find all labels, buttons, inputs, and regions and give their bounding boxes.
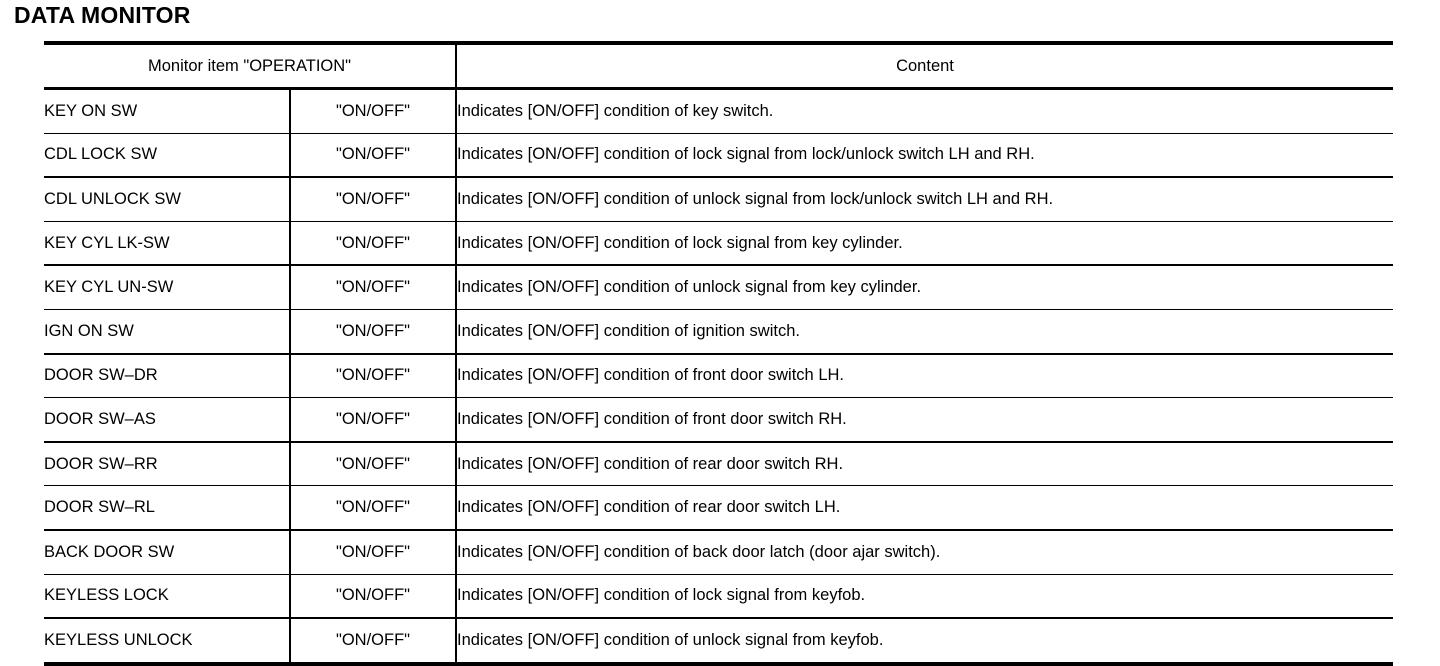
- column-header-monitor-item: Monitor item "OPERATION": [44, 41, 456, 90]
- cell-monitor-value: "ON/OFF": [289, 221, 456, 267]
- data-monitor-table-wrapper: Monitor item "OPERATION" Content KEY ON …: [44, 41, 1393, 666]
- cell-monitor-item: DOOR SW–AS: [44, 397, 290, 443]
- cell-monitor-item: KEY CYL LK-SW: [44, 221, 290, 267]
- cell-monitor-item: KEYLESS LOCK: [44, 574, 290, 620]
- table-row: CDL LOCK SW"ON/OFF"Indicates [ON/OFF] co…: [44, 133, 1393, 179]
- cell-monitor-value: "ON/OFF": [289, 485, 456, 531]
- cell-monitor-item: KEYLESS UNLOCK: [44, 618, 290, 666]
- table-row: KEY ON SW"ON/OFF"Indicates [ON/OFF] cond…: [44, 88, 1393, 134]
- cell-monitor-value: "ON/OFF": [289, 133, 456, 179]
- cell-monitor-content: Indicates [ON/OFF] condition of lock sig…: [455, 221, 1393, 267]
- cell-monitor-content: Indicates [ON/OFF] condition of key swit…: [455, 88, 1393, 134]
- cell-monitor-item: DOOR SW–DR: [44, 353, 290, 399]
- table-row: DOOR SW–DR"ON/OFF"Indicates [ON/OFF] con…: [44, 353, 1393, 399]
- table-row: IGN ON SW"ON/OFF"Indicates [ON/OFF] cond…: [44, 309, 1393, 355]
- cell-monitor-item: CDL UNLOCK SW: [44, 177, 290, 222]
- cell-monitor-content: Indicates [ON/OFF] condition of back doo…: [455, 529, 1393, 575]
- cell-monitor-item: KEY CYL UN-SW: [44, 265, 290, 310]
- cell-monitor-value: "ON/OFF": [289, 177, 456, 222]
- cell-monitor-content: Indicates [ON/OFF] condition of lock sig…: [455, 133, 1393, 179]
- cell-monitor-item: BACK DOOR SW: [44, 529, 290, 575]
- cell-monitor-value: "ON/OFF": [289, 397, 456, 443]
- page-title: DATA MONITOR: [14, 2, 191, 28]
- table-body: KEY ON SW"ON/OFF"Indicates [ON/OFF] cond…: [44, 88, 1393, 666]
- table-row: DOOR SW–AS"ON/OFF"Indicates [ON/OFF] con…: [44, 397, 1393, 443]
- cell-monitor-value: "ON/OFF": [289, 88, 456, 134]
- cell-monitor-content: Indicates [ON/OFF] condition of ignition…: [455, 309, 1393, 355]
- cell-monitor-value: "ON/OFF": [289, 441, 456, 487]
- table-row: KEYLESS UNLOCK"ON/OFF"Indicates [ON/OFF]…: [44, 618, 1393, 666]
- table-header-row: Monitor item "OPERATION" Content: [44, 41, 1393, 90]
- cell-monitor-value: "ON/OFF": [289, 309, 456, 355]
- table-row: CDL UNLOCK SW"ON/OFF"Indicates [ON/OFF] …: [44, 177, 1393, 222]
- table-row: DOOR SW–RR"ON/OFF"Indicates [ON/OFF] con…: [44, 441, 1393, 487]
- table-header: Monitor item "OPERATION" Content: [44, 41, 1393, 90]
- cell-monitor-content: Indicates [ON/OFF] condition of front do…: [455, 353, 1393, 399]
- cell-monitor-item: DOOR SW–RR: [44, 441, 290, 487]
- cell-monitor-content: Indicates [ON/OFF] condition of rear doo…: [455, 441, 1393, 487]
- cell-monitor-value: "ON/OFF": [289, 265, 456, 310]
- cell-monitor-content: Indicates [ON/OFF] condition of front do…: [455, 397, 1393, 443]
- cell-monitor-value: "ON/OFF": [289, 529, 456, 575]
- table-row: KEY CYL UN-SW"ON/OFF"Indicates [ON/OFF] …: [44, 265, 1393, 310]
- cell-monitor-value: "ON/OFF": [289, 353, 456, 399]
- cell-monitor-value: "ON/OFF": [289, 618, 456, 666]
- cell-monitor-item: DOOR SW–RL: [44, 485, 290, 531]
- cell-monitor-content: Indicates [ON/OFF] condition of rear doo…: [455, 485, 1393, 531]
- cell-monitor-item: KEY ON SW: [44, 88, 290, 134]
- cell-monitor-content: Indicates [ON/OFF] condition of unlock s…: [455, 177, 1393, 222]
- table-row: DOOR SW–RL"ON/OFF"Indicates [ON/OFF] con…: [44, 485, 1393, 531]
- cell-monitor-item: CDL LOCK SW: [44, 133, 290, 179]
- column-header-content: Content: [455, 41, 1393, 90]
- cell-monitor-value: "ON/OFF": [289, 574, 456, 620]
- cell-monitor-content: Indicates [ON/OFF] condition of unlock s…: [455, 618, 1393, 666]
- table-row: KEY CYL LK-SW"ON/OFF"Indicates [ON/OFF] …: [44, 221, 1393, 267]
- table-row: KEYLESS LOCK"ON/OFF"Indicates [ON/OFF] c…: [44, 574, 1393, 620]
- data-monitor-table: Monitor item "OPERATION" Content KEY ON …: [44, 41, 1393, 666]
- cell-monitor-item: IGN ON SW: [44, 309, 290, 355]
- cell-monitor-content: Indicates [ON/OFF] condition of lock sig…: [455, 574, 1393, 620]
- cell-monitor-content: Indicates [ON/OFF] condition of unlock s…: [455, 265, 1393, 310]
- table-row: BACK DOOR SW"ON/OFF"Indicates [ON/OFF] c…: [44, 529, 1393, 575]
